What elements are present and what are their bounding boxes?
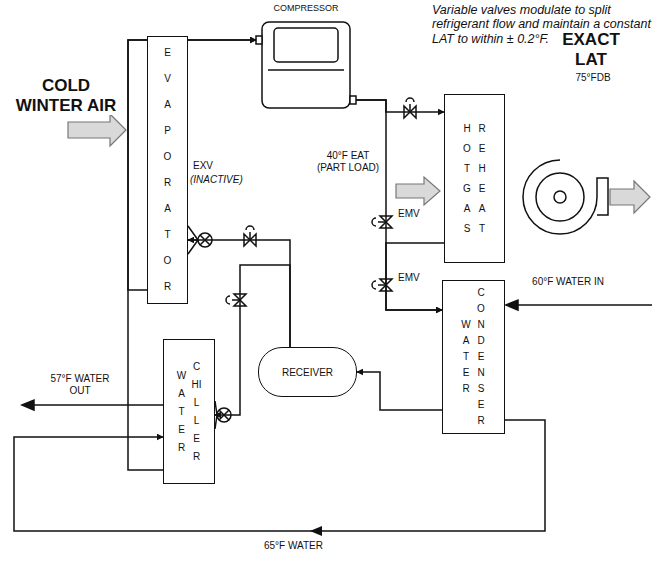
air-arrow: [68, 114, 126, 146]
node-label: CHILLER: [192, 358, 202, 466]
flow-arrow: [22, 400, 34, 410]
pipe-connector: [356, 100, 442, 310]
air-label: EXACT LAT: [553, 30, 629, 69]
discharge-port: [350, 96, 356, 104]
valve-actuator: [372, 281, 386, 289]
temperature-label: 40°F EAT (PART LOAD): [312, 150, 384, 173]
flow-arrow: [506, 300, 518, 310]
valve-label: EMV: [398, 208, 432, 220]
text-wrap: RECEIVER: [259, 348, 356, 396]
node-label: COMPRESSOR: [273, 3, 338, 13]
pipe-connector: [188, 240, 290, 347]
evaporator-coil: EVAPORATOR: [147, 36, 188, 304]
water-in-pipe: [515, 304, 652, 306]
valve-label: EXV: [193, 160, 223, 172]
node-label: CONDENSER: [476, 285, 486, 429]
node-label: WATER: [177, 367, 187, 457]
valve-actuator: [406, 98, 414, 112]
compressor: COMPRESSOR: [256, 0, 356, 112]
blower-hub: [554, 191, 566, 203]
text-wrap: WATER CHILLER: [164, 340, 214, 483]
text-wrap: COMPRESSOR: [256, 0, 356, 112]
suction-port: [256, 36, 262, 44]
node-label: REHEAT: [477, 119, 487, 239]
text-wrap: HOT GAS REHEAT: [445, 95, 504, 262]
node-label: RECEIVER: [282, 367, 333, 378]
air-arrow: [610, 181, 650, 213]
compressor-cap: [274, 28, 338, 62]
water-condenser: WATER CONDENSER: [442, 280, 505, 434]
compressor-seam: [268, 69, 344, 71]
pipe-connector: [14, 420, 545, 531]
valve-actuator: [226, 296, 240, 304]
temperature-label: 75°FDB: [561, 72, 625, 84]
compressor-body: [262, 22, 350, 108]
blower-wheel: [536, 173, 584, 221]
air-label: COLD WINTER AIR: [10, 76, 122, 115]
valve-note: (INACTIVE): [190, 174, 250, 186]
text-wrap: EVAPORATOR: [148, 37, 187, 303]
air-arrow: [396, 177, 440, 205]
water-label: 57°F WATER OUT: [40, 373, 120, 396]
pipe-connector: [357, 372, 442, 410]
pipe-connector: [386, 243, 444, 310]
valve-label: EMV: [398, 272, 432, 284]
water-out-pipe: [30, 404, 163, 406]
node-label: WATER: [461, 317, 471, 397]
receiver-tank: RECEIVER: [258, 347, 357, 397]
water-chiller: WATER CHILLER: [163, 339, 215, 484]
water-label: 65°F WATER: [262, 539, 325, 553]
pipe-connector: [356, 100, 444, 112]
water-label: 60°F WATER IN: [518, 276, 618, 288]
reheat-coil: HOT GAS REHEAT: [444, 94, 505, 263]
valve-actuator: [246, 226, 254, 240]
blower-housing: [523, 160, 608, 234]
text-wrap: WATER CONDENSER: [443, 281, 504, 433]
valve-actuator: [372, 218, 386, 226]
node-label: EVAPORATOR: [163, 40, 173, 300]
node-label: HOT GAS: [462, 119, 472, 239]
